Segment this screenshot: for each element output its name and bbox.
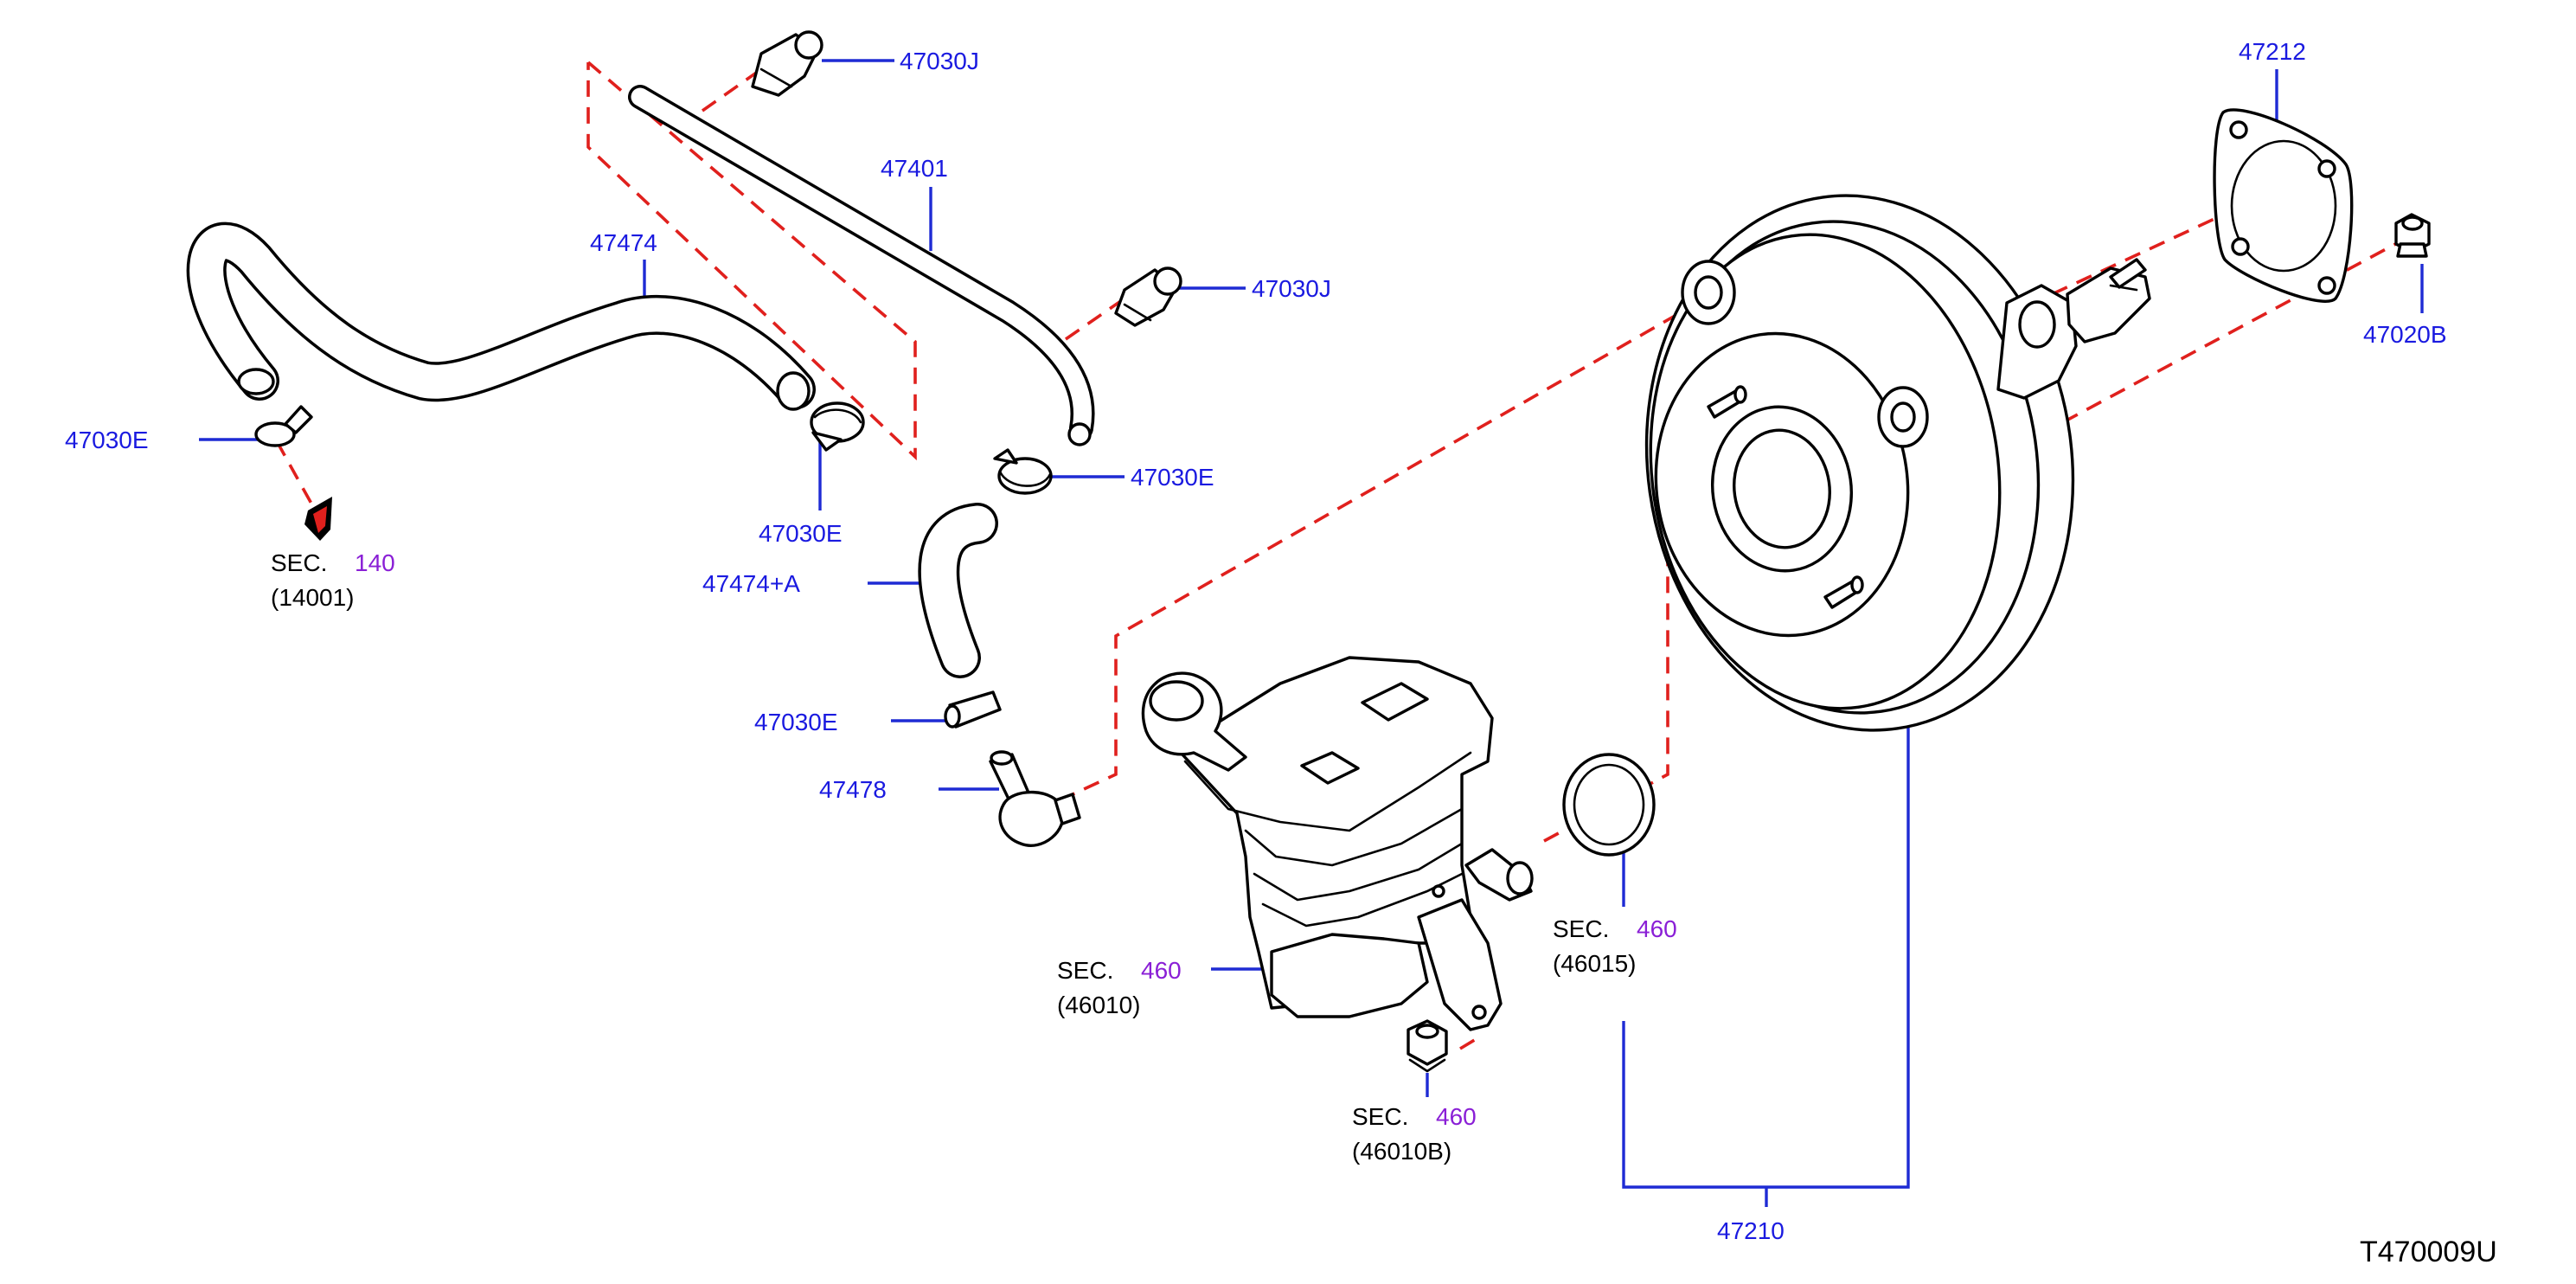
label-clamp-right: 47030E: [1131, 464, 1214, 491]
sec-prefix-cylinder-nut: SEC.: [1352, 1103, 1408, 1130]
part-labels: 47030J 47401 47030J 47212 47020B 47474 4…: [65, 38, 2447, 1244]
label-brake-booster: 47210: [1717, 1217, 1785, 1244]
label-hose-pipe: 47401: [881, 155, 948, 182]
leader-lines: [199, 59, 2424, 1207]
clip-icon-pipe-end: [1114, 266, 1182, 327]
label-hose-short: 47474+A: [702, 570, 800, 597]
clamp-icon-lower: [944, 690, 1002, 729]
section-refs: SEC. 140 (14001) SEC. 460 (46010) SEC. 4…: [271, 549, 1677, 1165]
diagram-code: T470009U: [2360, 1236, 2497, 1268]
label-clamp-lower: 47030E: [754, 709, 838, 735]
section-ref-master-cylinder: SEC. 460 (46010): [1057, 957, 1182, 1018]
clamp-icon-left: [254, 405, 313, 447]
hose-short-47474-a: [918, 503, 998, 678]
sec-ref-master-cylinder: (46010): [1057, 992, 1141, 1018]
label-clamp-mid: 47030E: [759, 520, 843, 547]
gasket-47212: [2213, 108, 2354, 303]
sec-number-cylinder-nut: 460: [1436, 1103, 1477, 1130]
booster-nut-icon: [2394, 213, 2431, 258]
check-valve-47478: [989, 750, 1081, 847]
reservoir-cap-icon: [1141, 671, 1247, 772]
sec-prefix-o-ring: SEC.: [1553, 915, 1609, 942]
clamp-icon-mid: [810, 401, 865, 452]
sec-prefix-master-cylinder: SEC.: [1057, 957, 1113, 984]
sec-ref-o-ring: (46015): [1553, 950, 1637, 977]
vacuum-pipe-47401: [628, 85, 1095, 446]
sec-number-o-ring: 460: [1637, 915, 1677, 942]
assembly-guide-lines: [275, 61, 2413, 1050]
sec-prefix-engine: SEC.: [271, 549, 327, 576]
label-gasket: 47212: [2239, 38, 2306, 65]
clevis-rod-icon: [2066, 258, 2151, 343]
sec-number-engine: 140: [355, 549, 395, 576]
o-ring-icon: [1562, 753, 1656, 857]
engine-direction-arrow-icon: [304, 497, 332, 541]
label-vacuum-hose: 47474: [590, 229, 657, 256]
sec-ref-engine: (14001): [271, 584, 355, 611]
label-check-valve: 47478: [819, 776, 887, 803]
label-clamp-left: 47030E: [65, 427, 149, 453]
cylinder-nut-icon: [1407, 1019, 1448, 1073]
label-clip-pipe-end: 47030J: [1252, 275, 1331, 302]
section-ref-cylinder-nut: SEC. 460 (46010B): [1352, 1103, 1477, 1165]
brake-booster-47210: [1644, 194, 2078, 732]
label-clip-upper: 47030J: [900, 48, 979, 74]
clip-icon-upper: [751, 30, 823, 97]
section-ref-engine: SEC. 140 (14001): [271, 549, 395, 611]
sec-ref-cylinder-nut: (46010B): [1352, 1138, 1451, 1165]
sec-number-master-cylinder: 460: [1141, 957, 1182, 984]
section-ref-o-ring: SEC. 460 (46015): [1553, 915, 1677, 977]
clamp-icon-right: [993, 448, 1053, 495]
master-cylinder-reservoir: [1179, 656, 1534, 1031]
vacuum-hose-47474: [186, 221, 816, 411]
label-booster-nut: 47020B: [2363, 321, 2447, 348]
